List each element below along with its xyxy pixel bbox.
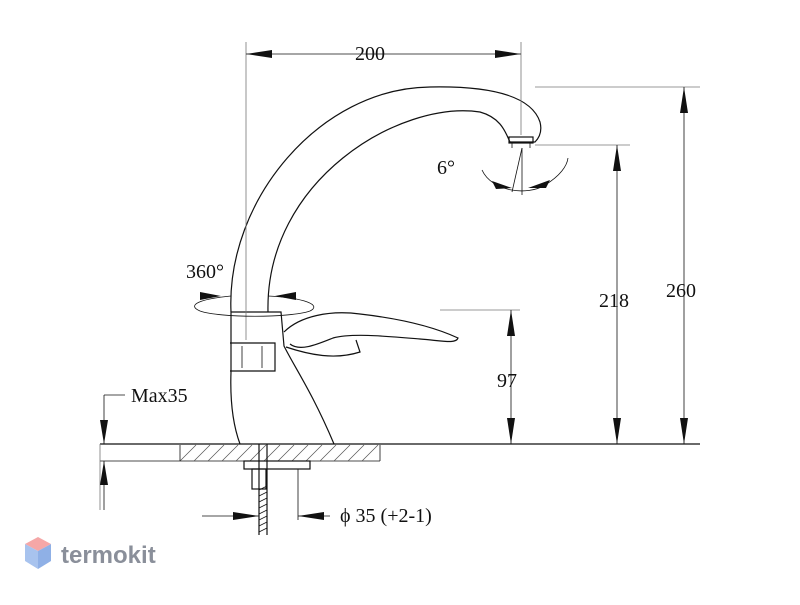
total-height-label: 260 [666, 280, 696, 302]
tilt-indicator: 6° [437, 147, 569, 195]
aerator [508, 136, 534, 144]
outlet-height-label: 218 [599, 290, 629, 312]
dimension-total-height: 260 [666, 87, 696, 444]
spout [230, 86, 542, 313]
reach-label: 200 [355, 43, 385, 65]
countertop-hatch [179, 444, 379, 462]
watermark-brand-text: termokit [61, 542, 156, 569]
dimension-lever-height: 97 [497, 310, 517, 444]
lever-handle [283, 312, 459, 357]
dimension-outlet-height: 218 [599, 145, 629, 444]
dimension-reach: 200 [246, 43, 521, 65]
base-collar [230, 342, 276, 372]
termokit-logo-icon [25, 537, 51, 569]
tilt-angle-label: 6° [437, 157, 455, 179]
swivel-angle-label: 360° [186, 261, 224, 283]
dimension-hole-diameter: ϕ 35 (+2-1) [202, 505, 432, 527]
faucet-body [230, 311, 335, 445]
faucet-base [230, 311, 335, 445]
lever-cartridge [285, 339, 361, 357]
extension-lines [99, 42, 700, 510]
counter-thickness-label: Max35 [131, 385, 188, 407]
lever [283, 312, 459, 348]
termokit-watermark: termokit [25, 537, 156, 569]
mounting-washer [243, 460, 311, 470]
dimension-counter-thickness: Max35 [100, 385, 188, 510]
countertop [100, 443, 700, 462]
swivel-indicator: 360° [186, 261, 315, 317]
lever-height-label: 97 [497, 370, 517, 392]
spout-body [230, 86, 542, 313]
mounting-stud [243, 444, 311, 535]
hole-diameter-label: ϕ 35 (+2-1) [340, 505, 432, 527]
